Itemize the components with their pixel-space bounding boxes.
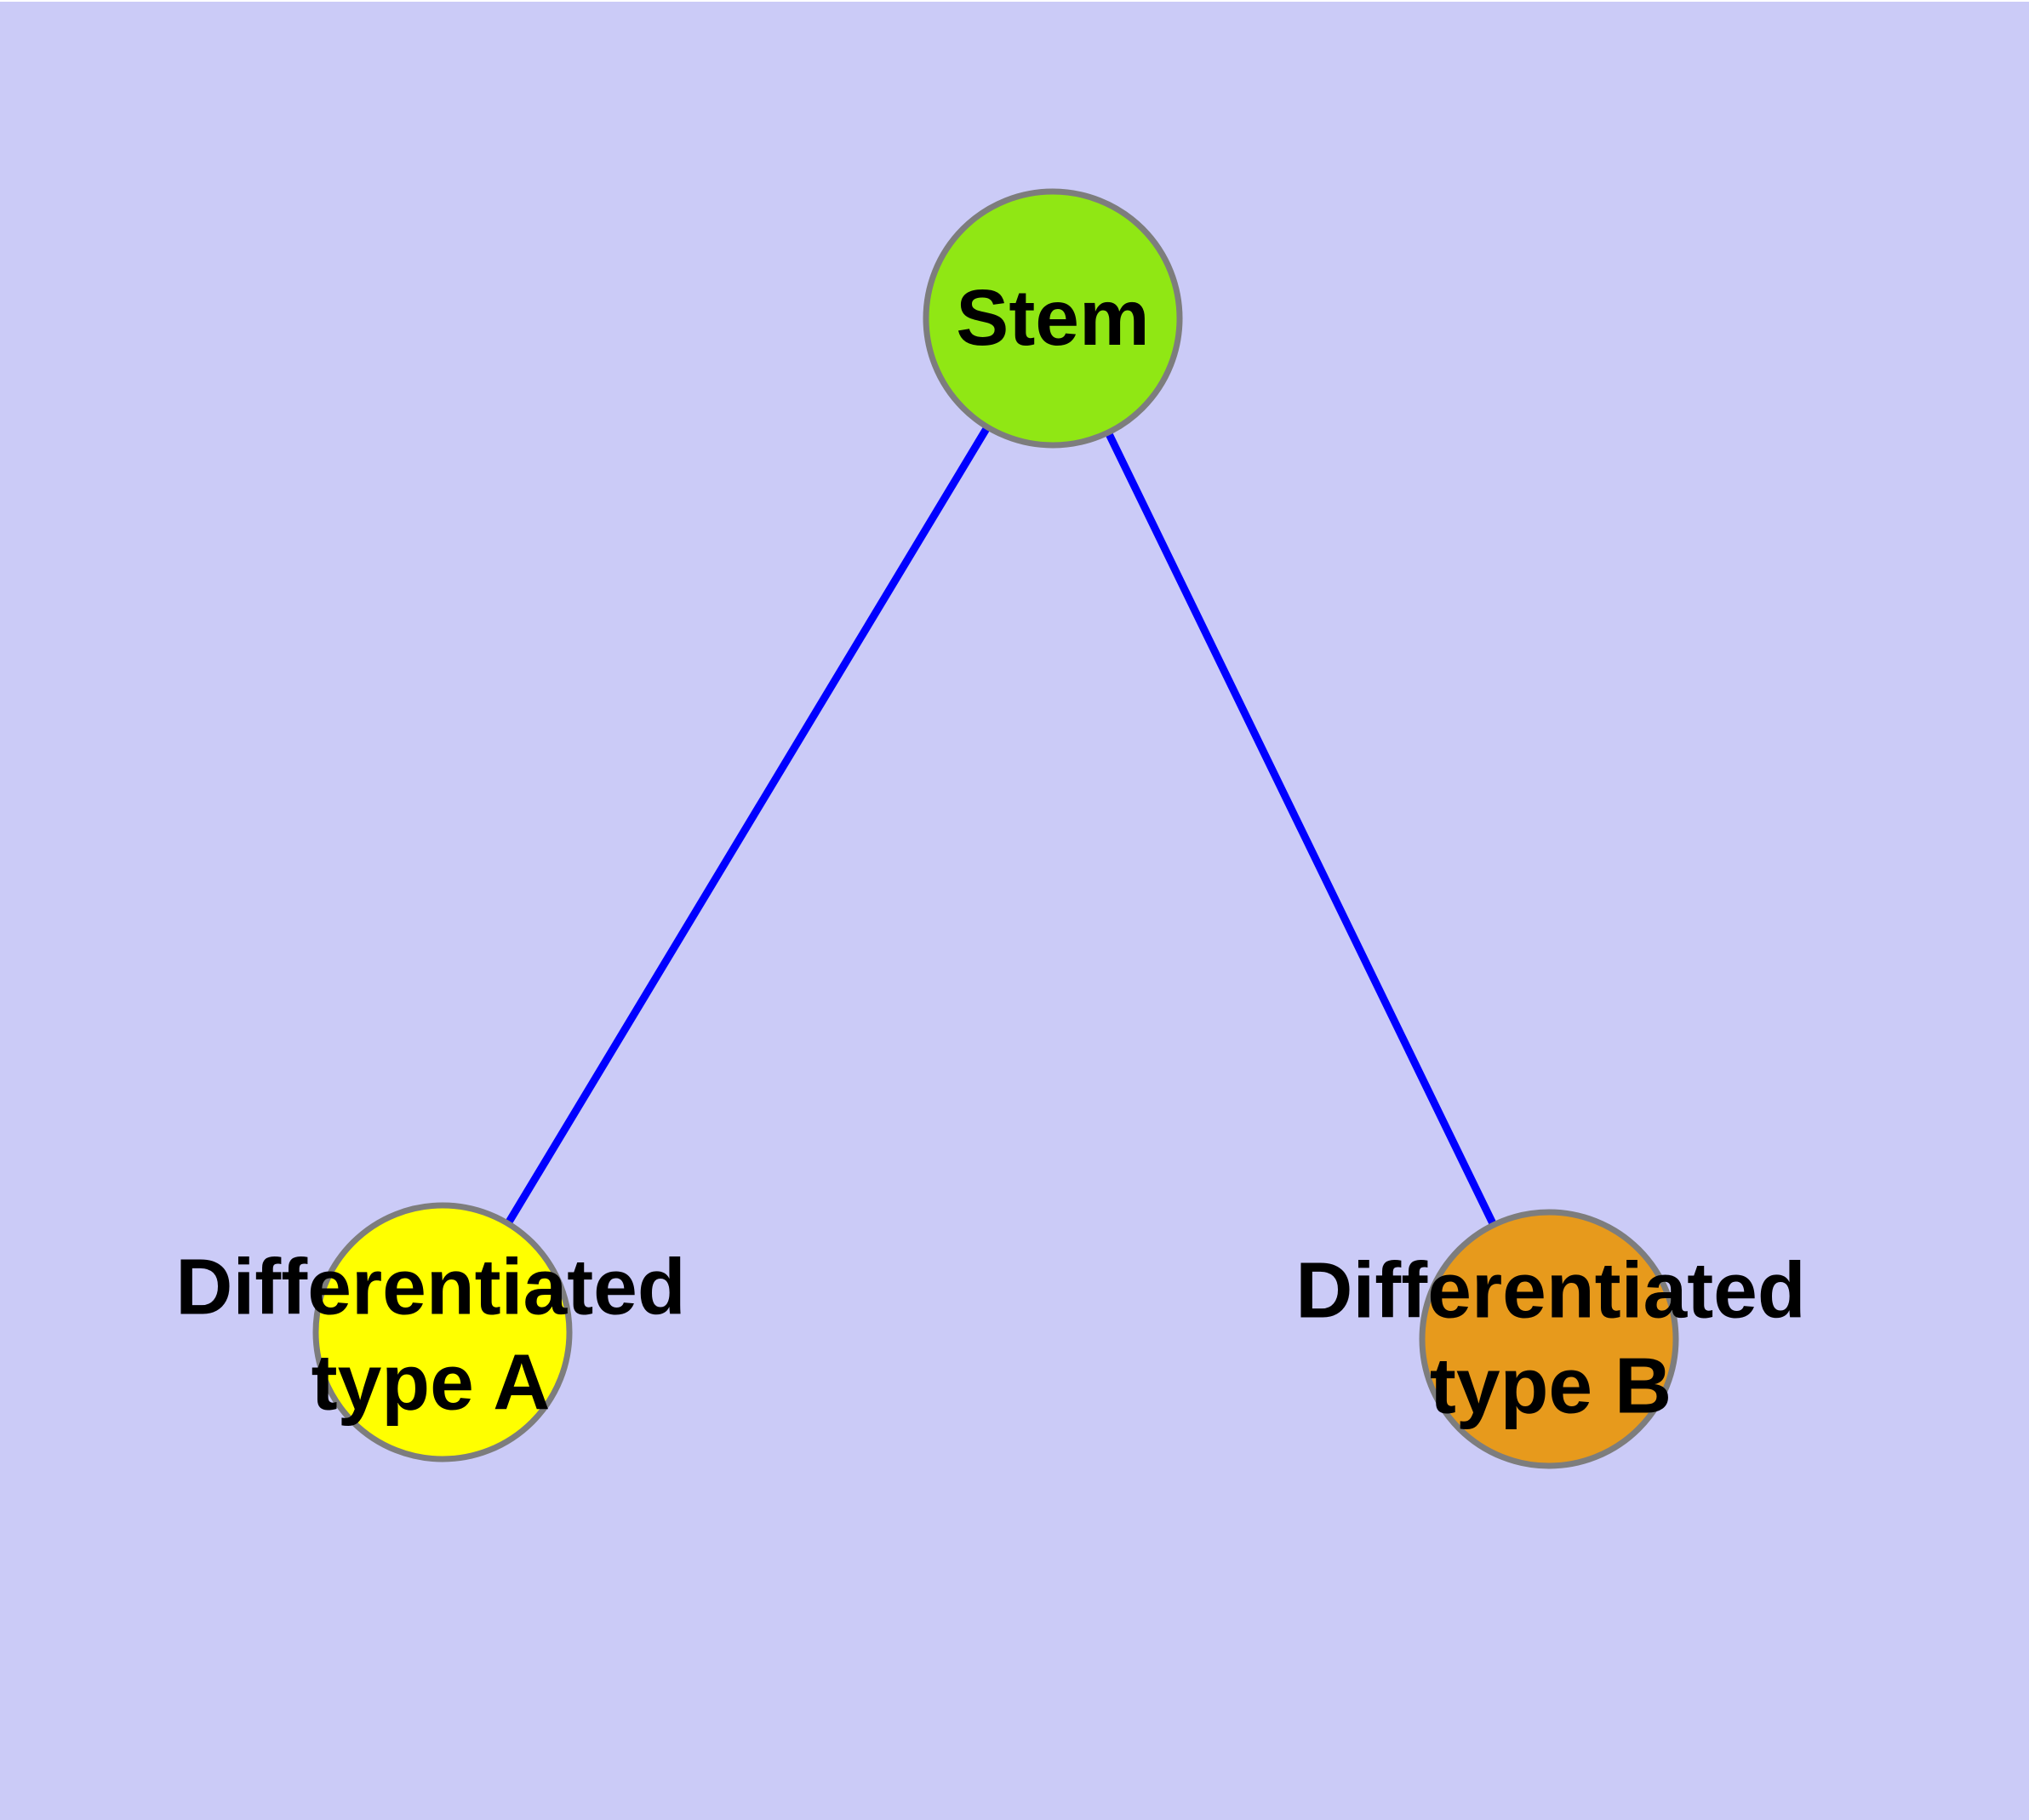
node-stem-label: Stem [956,273,1150,363]
node-stem [923,188,1183,449]
edge-stem-to-type-b [1049,317,1553,1341]
node-type-a-label: Differentiated type A [175,1239,685,1429]
node-type-b-label-line1: Differentiated [1295,1245,1806,1335]
node-type-a-label-line2: type A [311,1337,551,1426]
edge-stem-to-type-a [439,316,1056,1335]
node-type-b [1419,1209,1679,1469]
node-type-b-label-line2: type B [1429,1341,1672,1429]
node-type-a-label-line1: Differentiated [175,1242,686,1331]
node-type-b-label: Differentiated type B [1295,1243,1805,1433]
node-type-a [312,1202,573,1462]
